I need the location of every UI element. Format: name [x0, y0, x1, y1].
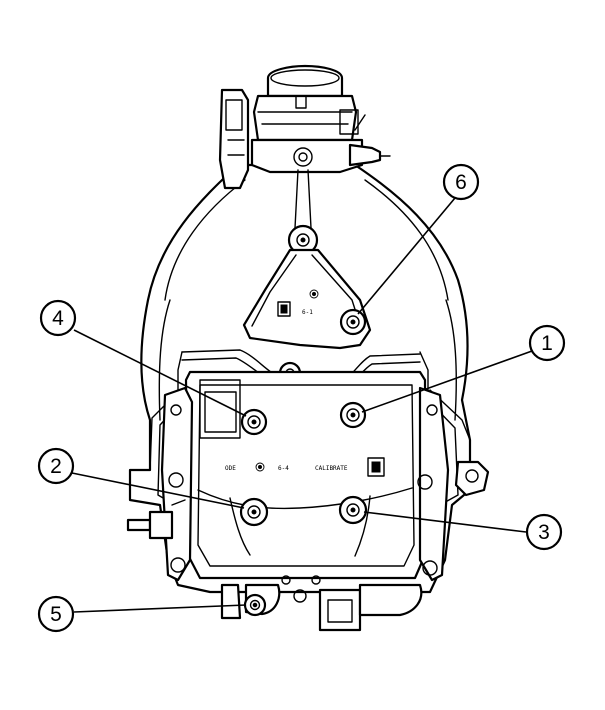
bolt-1 — [339, 401, 367, 429]
side-flanges — [126, 386, 490, 582]
bolt-6 — [339, 308, 367, 336]
callouts: 1 2 3 4 5 6 — [37, 163, 566, 633]
bolt-2 — [239, 497, 269, 527]
fastener-bolts — [239, 308, 368, 617]
leader-3 — [363, 511, 527, 533]
svg-text:3: 3 — [538, 521, 550, 544]
bolt-3 — [338, 495, 368, 525]
svg-text:1: 1 — [541, 332, 553, 355]
callout-6: 6 — [442, 163, 480, 201]
bracket-marking: 6-1 — [302, 309, 313, 316]
marking-center: 6-4 — [278, 465, 289, 472]
leader-1 — [361, 350, 533, 413]
callout-2: 2 — [37, 447, 75, 485]
callout-4: 4 — [39, 299, 77, 337]
upper-bracket: 6-1 — [242, 248, 372, 350]
leader-5 — [73, 604, 247, 613]
marking-right: CALIBRATE — [315, 465, 348, 472]
center-rib — [287, 169, 319, 256]
callout-5: 5 — [37, 595, 75, 633]
svg-text:2: 2 — [50, 455, 62, 478]
leader-4 — [73, 329, 247, 417]
callout-3: 3 — [525, 513, 563, 551]
leader-lines — [71, 197, 533, 613]
callout-1: 1 — [528, 324, 566, 362]
marking-left: ODE — [225, 465, 236, 472]
svg-text:4: 4 — [52, 307, 64, 330]
bolt-5 — [243, 593, 267, 617]
svg-text:5: 5 — [50, 603, 62, 626]
bolt-4 — [240, 408, 268, 436]
svg-text:6: 6 — [455, 171, 467, 194]
leader-6 — [357, 197, 456, 315]
throttle-body — [218, 64, 391, 190]
leader-2 — [71, 472, 245, 509]
